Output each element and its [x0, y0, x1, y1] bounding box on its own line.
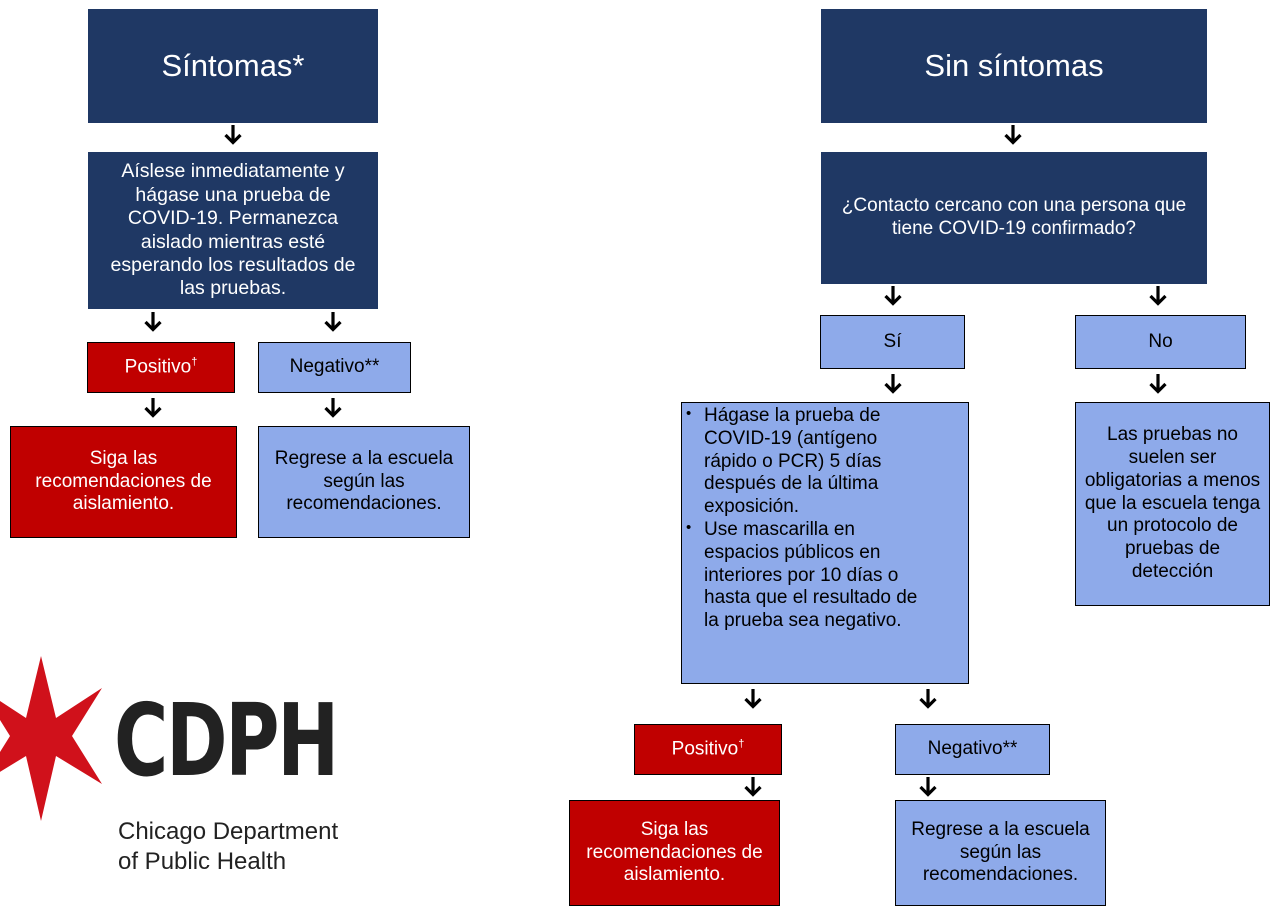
no-symptoms-header: Sin síntomas [821, 9, 1207, 123]
contact-positive-followup-box: Siga las recomendaciones de aislamiento. [569, 800, 780, 906]
symptoms-header-label: Síntomas* [161, 48, 305, 84]
contact-positive-result-box: Positivo† [634, 724, 782, 775]
arrow-down-icon [143, 311, 163, 333]
no-symptoms-header-label: Sin síntomas [924, 48, 1104, 84]
negative-result-box: Negativo** [258, 342, 411, 393]
exposure-steps-box: Hágase la prueba de COVID-19 (antígeno r… [681, 402, 969, 684]
arrow-down-icon [743, 776, 763, 798]
arrow-down-icon [1003, 124, 1023, 146]
exposure-steps-list: Hágase la prueba de COVID-19 (antígeno r… [684, 405, 928, 633]
positive-result-box: Positivo† [87, 342, 235, 393]
arrow-down-icon [223, 124, 243, 146]
isolate-instructions-box: Aíslese inmediatamente y hágase una prue… [88, 152, 378, 309]
arrow-down-icon [323, 397, 343, 419]
positive-label: Positivo† [124, 355, 198, 378]
arrow-down-icon [743, 688, 763, 710]
contact-positive-followup-text: Siga las recomendaciones de aislamiento. [586, 818, 763, 886]
no-label: No [1148, 330, 1173, 352]
no-testing-text: Las pruebas no suelen ser obligatorias a… [1084, 424, 1261, 582]
contact-negative-followup-box: Regrese a la escuela según las recomenda… [895, 800, 1106, 906]
positive-followup-text: Siga las recomendaciones de aislamiento. [35, 447, 212, 515]
close-contact-question-box: ¿Contacto cercano con una persona que ti… [821, 152, 1207, 284]
arrow-down-icon [143, 397, 163, 419]
logo-name-line1: Chicago Department [118, 818, 339, 845]
arrow-down-icon [323, 311, 343, 333]
arrow-down-icon [883, 373, 903, 395]
negative-followup-text: Regrese a la escuela según las recomenda… [274, 447, 454, 515]
chicago-star-icon [0, 656, 102, 821]
symptoms-header: Síntomas* [88, 9, 378, 123]
no-answer-box: No [1075, 315, 1246, 369]
exposure-step-mask: Use mascarilla en espacios públicos en i… [684, 519, 928, 633]
contact-negative-label: Negativo** [927, 738, 1018, 760]
exposure-step-test: Hágase la prueba de COVID-19 (antígeno r… [684, 405, 928, 519]
positive-followup-box: Siga las recomendaciones de aislamiento. [10, 426, 237, 538]
logo-acronym: CDPH [114, 682, 339, 799]
arrow-down-icon [918, 776, 938, 798]
contact-negative-followup-text: Regrese a la escuela según las recomenda… [911, 818, 1090, 886]
arrow-down-icon [1148, 285, 1168, 307]
arrow-down-icon [918, 688, 938, 710]
contact-negative-result-box: Negativo** [895, 724, 1050, 775]
negative-label: Negativo** [289, 356, 380, 378]
contact-positive-label: Positivo† [671, 737, 745, 760]
negative-followup-box: Regrese a la escuela según las recomenda… [258, 426, 470, 538]
yes-label: Sí [883, 330, 902, 352]
yes-answer-box: Sí [820, 315, 965, 369]
close-contact-question-text: ¿Contacto cercano con una persona que ti… [841, 195, 1187, 239]
isolate-instructions-text: Aíslese inmediatamente y hágase una prue… [110, 160, 356, 300]
arrow-down-icon [883, 285, 903, 307]
no-testing-box: Las pruebas no suelen ser obligatorias a… [1075, 402, 1270, 606]
logo-name-line2: of Public Health [118, 848, 287, 875]
arrow-down-icon [1148, 373, 1168, 395]
